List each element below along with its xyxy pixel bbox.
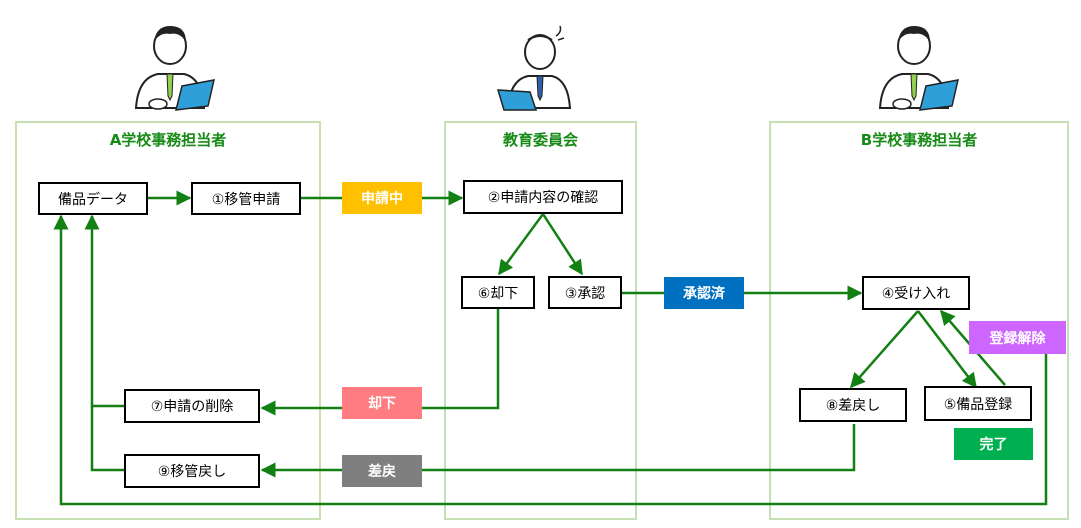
node-equipment-data[interactable]: 備品データ xyxy=(38,182,148,215)
lane-title-board: 教育委員会 xyxy=(502,131,578,149)
arrow-accept-to-register xyxy=(917,310,977,389)
node-return-transfer[interactable]: ⑨移管戻し xyxy=(124,454,260,488)
lane-title-school-b: B学校事務担当者 xyxy=(860,131,978,149)
arrow-transfer-to-data xyxy=(90,406,124,472)
node-return-back[interactable]: ⑧差戻し xyxy=(799,388,907,422)
node-delete-request[interactable]: ⑦申請の削除 xyxy=(124,389,260,423)
arrow-return-to-transfer xyxy=(260,424,856,478)
node-register-equipment[interactable]: ⑤備品登録 xyxy=(924,386,1032,421)
person-icon-school-a xyxy=(134,26,215,111)
node-confirm-request[interactable]: ②申請内容の確認 xyxy=(463,180,623,214)
person-icon-board xyxy=(496,25,572,111)
badge-rejected: 却下 xyxy=(342,387,422,419)
lane-title-school-a: A学校事務担当者 xyxy=(109,131,227,149)
arrow-delete-to-data xyxy=(84,214,124,408)
node-approve[interactable]: ③承認 xyxy=(548,276,622,309)
badge-applying: 申請中 xyxy=(342,182,422,214)
arrow-confirm-to-approve xyxy=(541,213,584,276)
arrow-confirm-to-reject xyxy=(497,213,545,276)
lane-board: 教育委員会 xyxy=(444,121,637,520)
node-transfer-request[interactable]: ①移管申請 xyxy=(191,182,301,215)
badge-returned: 差戻 xyxy=(342,455,422,487)
badge-completed: 完了 xyxy=(954,428,1033,460)
badge-unregister: 登録解除 xyxy=(969,321,1066,354)
badge-approved: 承認済 xyxy=(664,277,744,309)
node-reject[interactable]: ⑥却下 xyxy=(461,276,535,309)
arrow-accept-to-return xyxy=(850,310,919,389)
person-icon-school-b xyxy=(878,26,959,111)
arrow-reject-to-delete xyxy=(260,308,500,416)
lane-school-a: A学校事務担当者 xyxy=(15,121,321,520)
node-accept[interactable]: ④受け入れ xyxy=(862,276,970,310)
arrow-unregister-to-data xyxy=(53,214,1048,506)
lane-school-b: B学校事務担当者 xyxy=(769,121,1069,520)
